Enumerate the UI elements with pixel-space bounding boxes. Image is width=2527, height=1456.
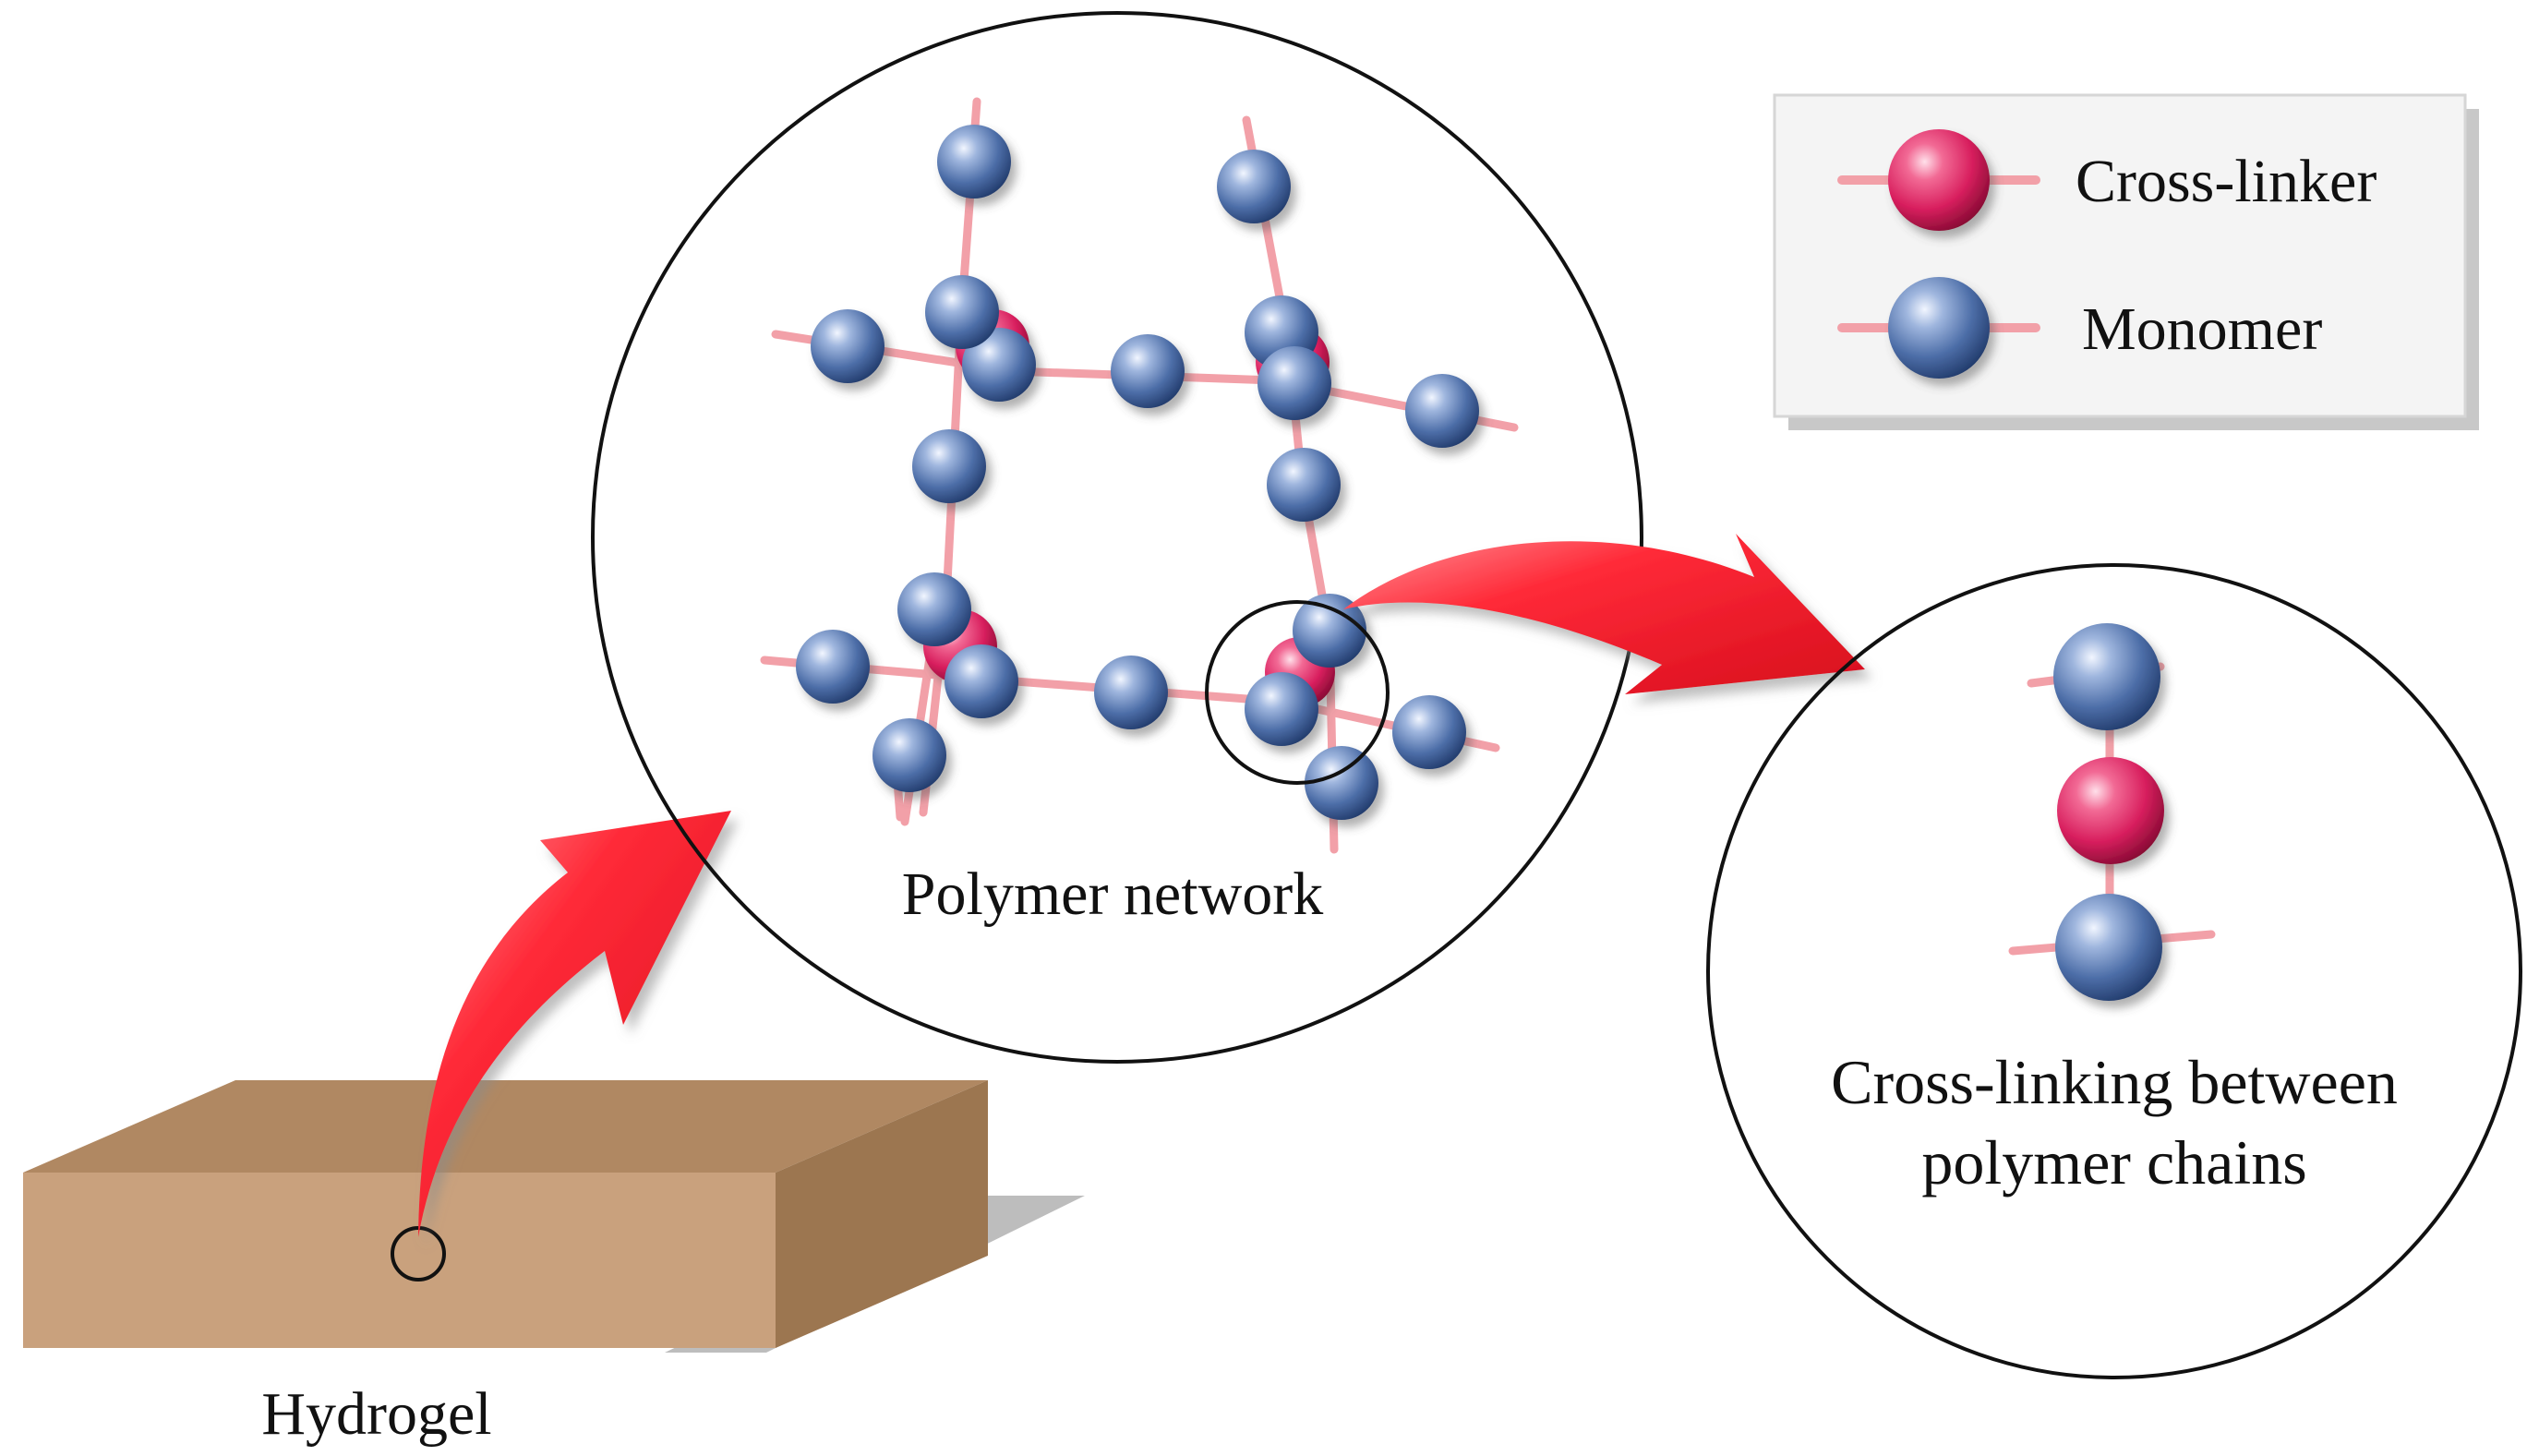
monomer-node: [811, 309, 884, 383]
monomer-node: [1217, 150, 1291, 223]
legend-item-cross-linker: Cross-linker: [1837, 129, 2377, 231]
hydrogel-sample-marker: [391, 1226, 446, 1282]
monomer-node: [1392, 695, 1466, 769]
monomer-node: [937, 125, 1011, 199]
monomer-node: [897, 572, 971, 646]
monomer-node: [945, 644, 1018, 718]
monomer-swatch: [1888, 277, 1990, 379]
cross-linking-label-line2: polymer chains: [1921, 1127, 2306, 1197]
legend: Cross-linker Monomer: [1773, 93, 2479, 430]
monomer-node: [1293, 594, 1366, 668]
monomer-node: [1094, 656, 1168, 729]
monomer-node: [1405, 374, 1479, 448]
zoom-arrow-to-network: [418, 811, 731, 1237]
cross-linking-circle: [1706, 563, 2522, 1379]
hydrogel-side-face: [776, 1080, 988, 1348]
polymer-network-label: Polymer network: [902, 860, 1323, 928]
monomer-node: [1305, 746, 1378, 820]
legend-monomer-label: Monomer: [2082, 295, 2322, 363]
zoom-arrow-to-cross-linking: [1343, 534, 1865, 694]
monomer-node: [872, 718, 946, 792]
hydrogel-block: [23, 1080, 1085, 1353]
monomer-node: [912, 429, 986, 503]
monomer-node: [925, 275, 999, 349]
cross-linker-node: [2057, 757, 2164, 864]
monomer-node: [1257, 346, 1331, 420]
monomer-node: [2053, 623, 2160, 730]
network-nodes: [796, 125, 1479, 820]
polymer-network-circle: [591, 11, 1643, 1064]
cross-linking-label-line1: Cross-linking between: [1831, 1047, 2398, 1117]
hydrogel-top-face: [23, 1080, 988, 1173]
monomer-node: [2055, 894, 2162, 1001]
hydrogel-front-face: [23, 1173, 776, 1348]
junction-zoom-marker: [1205, 600, 1390, 785]
monomer-node: [1111, 334, 1185, 408]
legend-item-monomer: Monomer: [1837, 277, 2322, 379]
monomer-node: [1267, 448, 1341, 522]
legend-cross-linker-label: Cross-linker: [2076, 148, 2377, 215]
monomer-node: [962, 328, 1036, 402]
legend-box: [1773, 93, 2467, 418]
hydrogel-label: Hydrogel: [261, 1380, 491, 1448]
monomer-node: [796, 630, 870, 704]
cross-linker-swatch: [1888, 129, 1990, 231]
cross-linking-detail: [2008, 623, 2216, 1001]
monomer-node: [1245, 672, 1318, 746]
